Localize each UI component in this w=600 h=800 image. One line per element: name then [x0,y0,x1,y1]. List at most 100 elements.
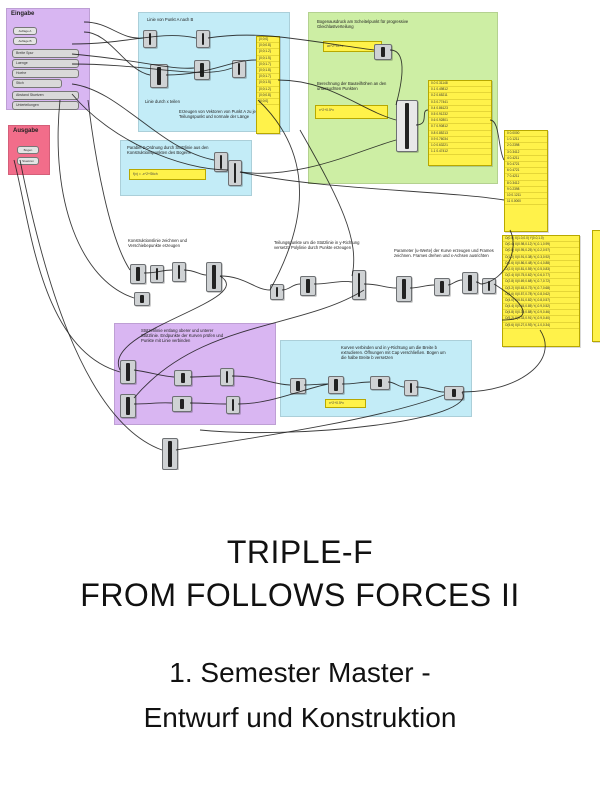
bogen-output-param[interactable]: Bogen [17,146,39,154]
wire [183,269,207,276]
extrude-vector-input[interactable]: x^2+0.5*x [325,399,366,408]
panel-row: {0;0;0.8} [257,93,279,99]
component-node[interactable] [370,376,390,390]
kurven-label: Kurven verbinden und in y-Richtung um di… [341,345,446,360]
panel-row: 7 0.4211 [505,174,547,181]
component-node[interactable] [134,292,150,306]
panel-row: 0.4 0.86123 [429,106,491,112]
panel-row: {0;0;1.5} [257,56,279,62]
component-node[interactable] [120,360,136,384]
panel-row: 4 0.4211 [505,156,547,162]
component-node[interactable] [130,264,146,284]
component-node[interactable] [162,438,178,470]
panel-row: 0 0.0000 [505,131,547,138]
component-node[interactable] [270,284,284,300]
slider-abstand[interactable]: Abstand Stuetzen [12,91,79,100]
panel-row: {0;0;1.2} [257,87,279,93]
component-node[interactable] [194,60,210,80]
component-node[interactable] [482,278,496,294]
parabel-label: Parabel 2-Ordnung durch Stützlinie aus d… [127,145,209,155]
component-node[interactable] [444,386,464,400]
component-node[interactable] [120,394,136,418]
component-node[interactable] [232,60,246,78]
component-node[interactable] [174,370,192,386]
wire [313,281,353,285]
caption-title-line1: TRIPLE-F [226,534,374,570]
auflage-a-param[interactable]: Auflage A [13,27,37,35]
component-node[interactable] [228,160,242,186]
component-node[interactable] [172,262,186,282]
panel-row: 0.3 0.77441 [429,100,491,106]
wire [363,283,397,289]
panel-row: {0;0;1.5} [257,80,279,87]
wire [281,283,301,291]
panel-row: 0.0 0.31148 [429,81,491,88]
component-node[interactable] [328,376,344,394]
panel-row: 6 0.4721 [505,168,547,175]
eingabe-group: Eingabe Auflage A Auflage B Breite Spur … [6,8,90,110]
component-node[interactable] [404,380,418,396]
panel-row: O(3.6) X(0.57,0.78) Y(-0.8,0.62) [503,292,579,298]
berechnung-label: Berechnung der Bauteilhöhen an den unter… [317,81,387,91]
auflage-b-param[interactable]: Auflage B [13,37,37,45]
component-node[interactable] [172,396,192,412]
panel-row: O(4.8) X(0.39,0.88) Y(-0.9,0.46) [503,310,579,317]
stuetzen-output-param[interactable]: Stuetzen [17,157,39,165]
slider-stich[interactable]: Stich [12,79,62,88]
panel-row: 3 0.3412 [505,150,547,156]
component-node[interactable] [462,272,478,294]
panel-row: 11 0.0000 [505,199,547,206]
series-input[interactable]: f(x) = -x^2+Stich [129,169,206,180]
slider-laenge[interactable]: Laenge [12,59,79,68]
linie-teilen-label: Linie durch x teilen [145,99,180,104]
slider-breite[interactable]: Breite Spur [12,49,79,58]
slider-unterteilungen[interactable]: Unterteilungen [12,101,79,110]
component-node[interactable] [396,100,418,152]
ausgabe-group: Ausgabe Bogen Stuetzen [8,125,50,175]
panel-row: 0.1 0.49812 [429,87,491,94]
output-panel-frames[interactable]: O(0.0) X(1.0,0.0) Y(0.0,1.0)O(0.4) X(0.9… [502,235,580,347]
component-node[interactable] [396,276,412,302]
panel-row: {0;0;0} [257,99,279,106]
panel-row: {0;0;1.8} [257,68,279,75]
stuetzen-group: Stützenlinie entlang oberer und unterer … [114,323,276,425]
panel-row: O(0.8) X(0.95,0.25) Y(-0.2,0.97) [503,248,579,255]
panel-row: 1.1 0.47412 [429,149,491,156]
component-node[interactable] [206,262,222,292]
component-node[interactable] [290,378,306,394]
formula-input-b[interactable]: x^2+0.5*x [315,105,388,119]
panel-row: 0.8 0.85213 [429,131,491,137]
wire [447,279,463,286]
component-node[interactable] [300,276,316,296]
panel-row: 10 0.1211 [505,193,547,200]
output-panel-points[interactable]: {0;0;0}{0;0;0.8}{0;0;1.2}{0;0;1.5}{0;0;1… [256,36,280,134]
panel-row: 1.0 0.63221 [429,143,491,150]
component-node[interactable] [196,30,210,48]
component-node[interactable] [352,270,366,300]
component-node[interactable] [214,152,228,172]
panel-row: O(0.4) X(0.98,0.12) Y(-0.1,0.99) [503,242,579,249]
component-node[interactable] [374,44,392,60]
linie-group-label: Linie von Punkt A nach B [147,17,194,22]
panel-row: O(3.2) X(0.63,0.73) Y(-0.7,0.68) [503,286,579,292]
panel-row: O(5.6) X(0.27,0.93) Y(-1.0,0.34) [503,323,579,329]
panel-row: O(0.0) X(1.0,0.0) Y(0.0,1.0) [503,236,579,243]
panel-row: 9 0.2398 [505,187,547,193]
component-node[interactable] [150,64,168,88]
component-node[interactable] [434,278,450,296]
panel-row: O(5.2) X(0.33,0.91) Y(-0.9,0.40) [503,316,579,323]
wire [57,99,135,299]
side-panel-edge [592,230,600,342]
component-node[interactable] [150,265,164,283]
wire [83,21,144,39]
panel-row: O(1.2) X(0.91,0.38) Y(-0.3,0.92) [503,255,579,261]
component-node[interactable] [220,368,234,386]
component-node[interactable] [226,396,240,414]
wire [219,275,271,291]
component-node[interactable] [143,30,157,48]
caption-title-line2: FROM FOLLOWS FORCES II [80,577,520,613]
slider-hoehe[interactable]: Hoehe [12,69,79,78]
panel-row: 8 0.3412 [505,181,547,187]
